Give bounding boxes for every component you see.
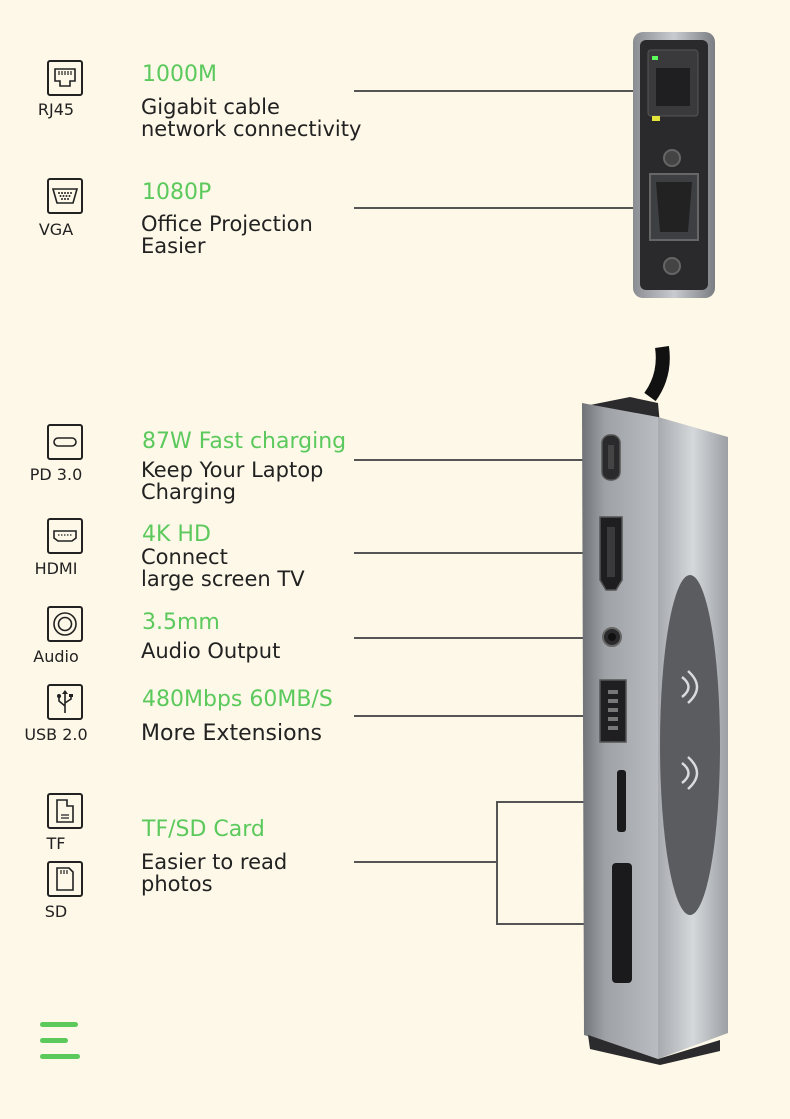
hdmi-leader-line — [354, 552, 602, 554]
hdmi-title: 4K HD — [142, 522, 211, 547]
vga-port-icon — [47, 178, 83, 214]
tf-label: TF — [46, 834, 66, 853]
pd-desc-2: Charging — [141, 480, 236, 504]
rj45-desc-1: Gigabit cable — [141, 95, 280, 119]
rj45-desc-2: network connectivity — [141, 117, 362, 141]
hdmi-icon — [47, 518, 83, 554]
usb-title: 480Mbps 60MB/S — [142, 687, 333, 712]
rj45-label: RJ45 — [37, 100, 75, 119]
usb-hub-device — [582, 346, 728, 1065]
usb-desc-1: More Extensions — [141, 721, 322, 746]
usb-label: USB 2.0 — [24, 725, 88, 744]
tfsd-bracket-vertical — [496, 801, 498, 924]
ethernet-port-icon — [47, 60, 83, 96]
pd-leader-line — [354, 459, 602, 461]
hdmi-desc-2: large screen TV — [141, 567, 305, 591]
menu-icon[interactable] — [38, 1021, 82, 1061]
vga-title: 1080P — [142, 180, 212, 205]
tfsd-bracket-bottom — [496, 923, 602, 925]
hdmi-label: HDMI — [34, 559, 78, 578]
sd-card-icon — [47, 861, 83, 897]
tfsd-title: TF/SD Card — [142, 817, 265, 842]
tfsd-desc-1: Easier to read — [141, 850, 288, 874]
tfsd-desc-2: photos — [141, 872, 213, 896]
pd-desc-1: Keep Your Laptop — [141, 458, 324, 482]
tf-card-icon — [47, 793, 83, 829]
ethernet-vga-module — [633, 32, 715, 298]
usb-c-icon — [47, 424, 83, 460]
vga-label: VGA — [38, 220, 74, 239]
vga-desc-2: Easier — [141, 234, 206, 258]
usb-leader-line — [354, 715, 602, 717]
pd-label: PD 3.0 — [29, 465, 83, 484]
audio-jack-icon — [47, 606, 83, 642]
rj45-leader-line — [354, 90, 644, 92]
tfsd-leader-line — [354, 861, 497, 863]
vga-leader-line — [354, 207, 644, 209]
pd-title: 87W Fast charging — [142, 429, 347, 454]
sd-label: SD — [44, 902, 68, 921]
tfsd-bracket-top — [496, 801, 602, 803]
audio-leader-line — [354, 637, 602, 639]
rj45-title: 1000M — [142, 62, 217, 87]
hdmi-desc-1: Connect — [141, 545, 228, 569]
vga-desc-1: Office Projection — [141, 212, 313, 236]
usb-trident-icon — [47, 684, 83, 720]
audio-desc-1: Audio Output — [141, 639, 281, 663]
audio-label: Audio — [33, 647, 79, 666]
audio-title: 3.5mm — [142, 610, 220, 635]
